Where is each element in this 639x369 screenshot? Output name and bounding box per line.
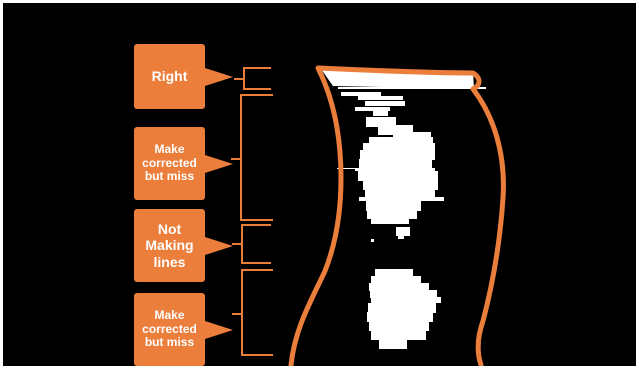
callout-not-making-lines: Not Making lines (134, 209, 205, 282)
callout-not-line-3: lines (145, 254, 193, 270)
callout-make-corrected-1-text: Make corrected but miss (142, 143, 197, 184)
callout-right: Right (134, 44, 205, 109)
callout-make2-line-1: Make (142, 309, 197, 323)
callout-make2-line-2: corrected (142, 323, 197, 337)
callout-make1-arrow (205, 155, 233, 173)
bracket-right (234, 68, 271, 89)
callout-make2-line-3: but miss (142, 336, 197, 350)
callout-not-making-lines-text: Not Making lines (145, 221, 193, 269)
callout-make1-line-3: but miss (142, 170, 197, 184)
bracket-make1 (231, 95, 273, 220)
page-scan-marks (321, 69, 486, 349)
callout-not-line-2: Making (145, 237, 193, 253)
callout-right-arrow (205, 68, 233, 86)
callout-right-line-1: Right (152, 68, 188, 84)
brackets (231, 68, 273, 355)
callout-make-corrected-2-text: Make corrected but miss (142, 309, 197, 350)
callout-make1-line-1: Make (142, 143, 197, 157)
diagram-art (3, 3, 636, 366)
slide: Right Make corrected but miss Not Making… (3, 3, 636, 366)
callout-not-line-1: Not (145, 221, 193, 237)
bracket-make2 (232, 270, 273, 355)
callout-make1-line-2: corrected (142, 157, 197, 171)
callout-make-corrected-2: Make corrected but miss (134, 293, 205, 366)
callout-make2-arrow (205, 321, 233, 339)
bracket-not (232, 225, 271, 263)
callout-not-arrow (205, 237, 233, 255)
callout-make-corrected-1: Make corrected but miss (134, 127, 205, 200)
